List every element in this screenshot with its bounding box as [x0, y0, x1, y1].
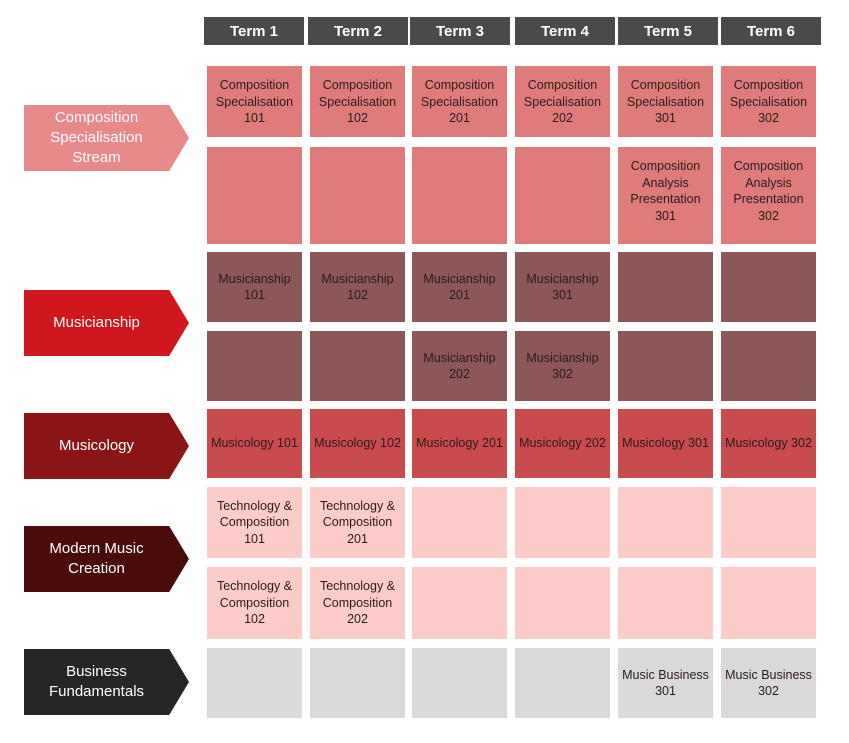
course-cell: Composition Specialisation 102 — [310, 66, 405, 137]
course-cell: Musicology 201 — [412, 409, 507, 478]
empty-cell — [618, 487, 713, 558]
course-cell: Musicianship 302 — [515, 331, 610, 401]
empty-cell — [515, 567, 610, 639]
stream-label-text: Composition Specialisation Stream — [50, 109, 143, 166]
empty-cell — [618, 252, 713, 322]
course-cell: Composition Analysis Presentation 301 — [618, 147, 713, 244]
course-cell: Musicianship 101 — [207, 252, 302, 322]
stream-label-musicianship: Musicianship — [24, 290, 189, 356]
empty-cell — [618, 567, 713, 639]
course-cell: Technology & Composition 102 — [207, 567, 302, 639]
course-cell: Technology & Composition 201 — [310, 487, 405, 558]
empty-cell — [721, 567, 816, 639]
course-cell: Musicology 102 — [310, 409, 405, 478]
empty-cell — [721, 252, 816, 322]
course-cell: Music Business 302 — [721, 648, 816, 718]
course-cell: Musicianship 102 — [310, 252, 405, 322]
term-header-3: Term 3 — [410, 17, 510, 45]
stream-label-composition: Composition Specialisation Stream — [24, 105, 189, 171]
empty-cell — [310, 147, 405, 244]
course-cell: Musicology 301 — [618, 409, 713, 478]
course-cell: Composition Specialisation 202 — [515, 66, 610, 137]
empty-cell — [515, 648, 610, 718]
course-cell: Musicology 202 — [515, 409, 610, 478]
term-header-6: Term 6 — [721, 17, 821, 45]
course-cell: Composition Specialisation 302 — [721, 66, 816, 137]
term-header-4: Term 4 — [515, 17, 615, 45]
stream-label-text: Business Fundamentals — [48, 663, 145, 700]
empty-cell — [721, 487, 816, 558]
course-cell: Musicology 302 — [721, 409, 816, 478]
course-cell: Composition Analysis Presentation 302 — [721, 147, 816, 244]
course-cell: Composition Specialisation 201 — [412, 66, 507, 137]
course-cell: Technology & Composition 101 — [207, 487, 302, 558]
empty-cell — [412, 567, 507, 639]
empty-cell — [721, 331, 816, 401]
empty-cell — [207, 147, 302, 244]
term-header-5: Term 5 — [618, 17, 718, 45]
empty-cell — [412, 147, 507, 244]
empty-cell — [207, 648, 302, 718]
stream-label-business: Business Fundamentals — [24, 649, 189, 715]
course-cell: Technology & Composition 202 — [310, 567, 405, 639]
term-header-2: Term 2 — [308, 17, 408, 45]
stream-label-text: Musicianship — [53, 314, 140, 331]
empty-cell — [412, 648, 507, 718]
empty-cell — [515, 147, 610, 244]
empty-cell — [515, 487, 610, 558]
empty-cell — [310, 648, 405, 718]
course-cell: Musicianship 202 — [412, 331, 507, 401]
course-cell: Musicianship 201 — [412, 252, 507, 322]
stream-label-musicology: Musicology — [24, 413, 189, 479]
course-cell: Musicology 101 — [207, 409, 302, 478]
empty-cell — [618, 331, 713, 401]
empty-cell — [412, 487, 507, 558]
course-cell: Composition Specialisation 101 — [207, 66, 302, 137]
stream-label-text: Modern Music Creation — [49, 540, 144, 577]
term-header-1: Term 1 — [204, 17, 304, 45]
course-cell: Musicianship 301 — [515, 252, 610, 322]
course-cell: Music Business 301 — [618, 648, 713, 718]
empty-cell — [207, 331, 302, 401]
course-cell: Composition Specialisation 301 — [618, 66, 713, 137]
empty-cell — [310, 331, 405, 401]
stream-label-text: Musicology — [58, 437, 135, 454]
stream-label-modern: Modern Music Creation — [24, 526, 189, 592]
